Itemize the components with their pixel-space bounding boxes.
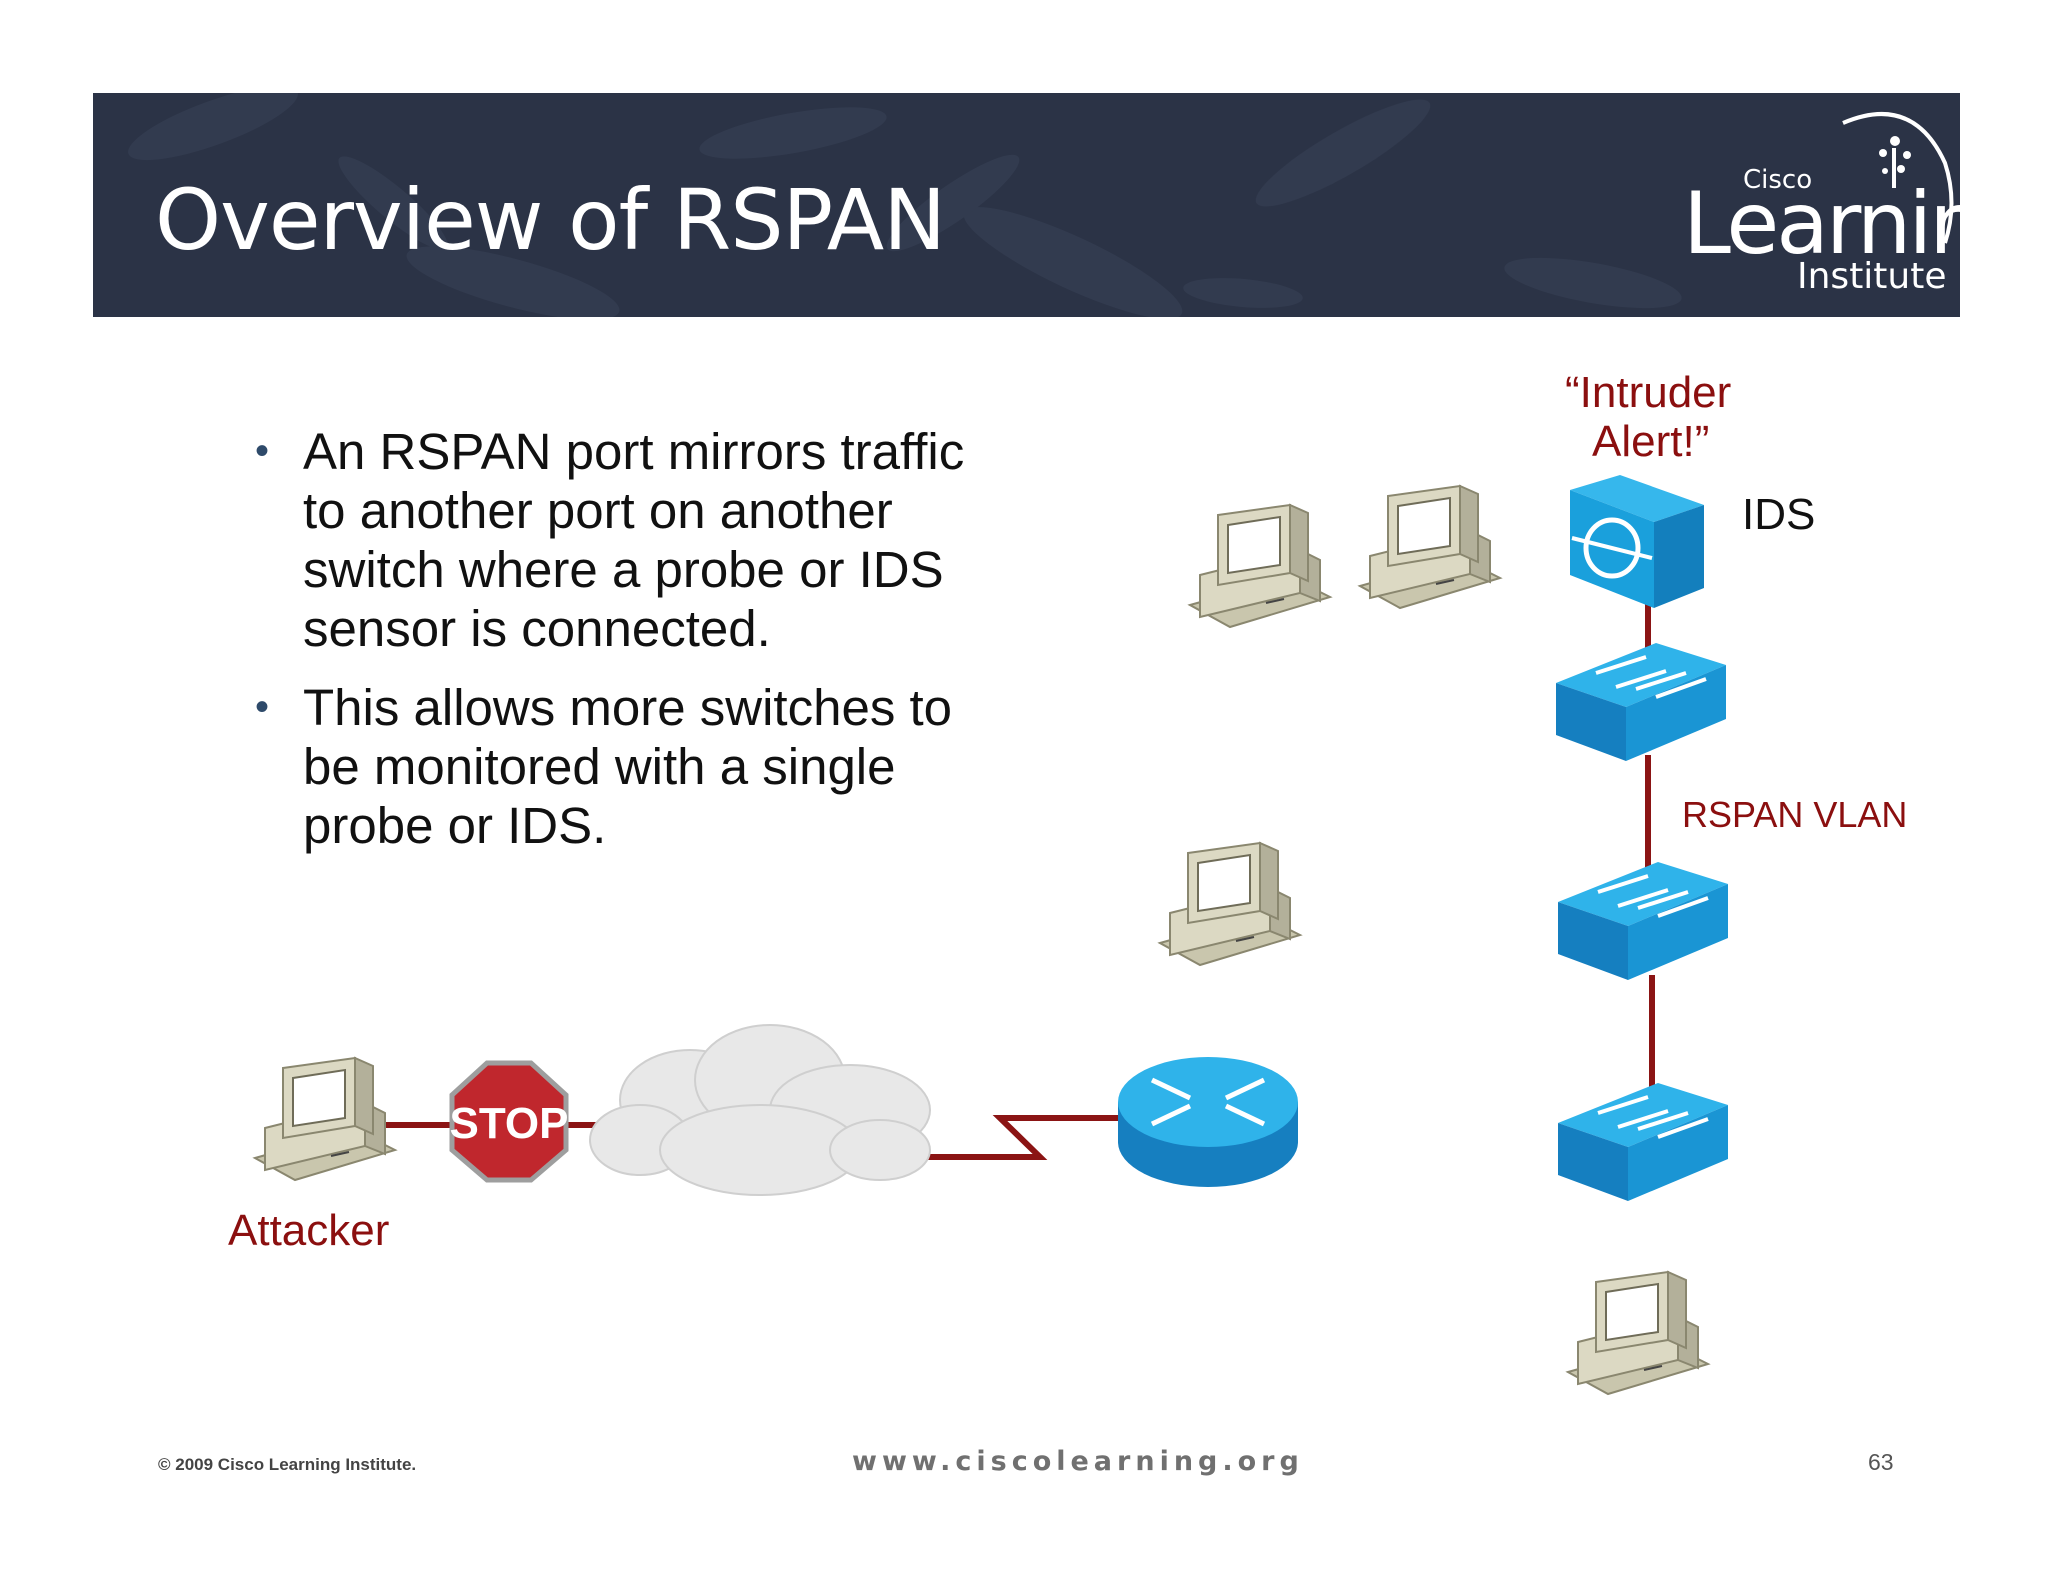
footer-url: www.ciscolearning.org	[852, 1446, 1304, 1477]
intruder-alert-label-1: “Intruder	[1565, 368, 1732, 417]
bullet-item: • An RSPAN port mirrors traffic to anoth…	[255, 422, 1015, 658]
stop-sign-icon: STOP	[449, 1060, 569, 1183]
stop-sign-text: STOP	[449, 1099, 568, 1148]
workstation-icon	[1189, 504, 1331, 628]
bullet-item: • This allows more switches to be monito…	[255, 678, 1015, 855]
workstation-icon	[1567, 1271, 1709, 1395]
title-banner: Overview of RSPAN Cisco Learning Institu…	[93, 93, 1960, 317]
workstation-icon	[1359, 485, 1501, 609]
logo-name: Learning	[1683, 174, 1960, 274]
ids-label: IDS	[1742, 490, 1816, 539]
attacker-label: Attacker	[228, 1206, 390, 1255]
workstation-icon	[254, 1057, 396, 1181]
workstation-icon	[1159, 842, 1301, 966]
logo-brand: Cisco	[1743, 165, 1813, 195]
bullet-list: • An RSPAN port mirrors traffic to anoth…	[255, 422, 1015, 875]
bullet-glyph: •	[255, 685, 270, 729]
network-links	[372, 585, 1655, 1160]
bullet-glyph: •	[255, 429, 270, 473]
router-icon	[1118, 1057, 1298, 1187]
logo-sub: Institute	[1797, 256, 1947, 297]
bullet-text: This allows more switches to be monitore…	[303, 679, 953, 854]
cloud-icon	[589, 1024, 931, 1196]
switch-icon	[1556, 860, 1730, 982]
ids-sensor-icon	[1570, 475, 1704, 608]
banner-texture	[128, 93, 1682, 317]
switch-icon	[1556, 1081, 1730, 1203]
rspan-vlan-label: RSPAN VLAN	[1682, 794, 1908, 835]
footer-copyright: © 2009 Cisco Learning Institute.	[158, 1455, 417, 1474]
switch-icon	[1554, 641, 1728, 763]
cisco-learning-logo: Cisco Learning Institute	[1583, 93, 1960, 317]
intruder-alert-label-2: Alert!”	[1592, 417, 1710, 466]
slide-title: Overview of RSPAN	[155, 171, 946, 269]
page-number: 63	[1868, 1449, 1894, 1475]
bullet-text: An RSPAN port mirrors traffic to another…	[303, 423, 965, 657]
